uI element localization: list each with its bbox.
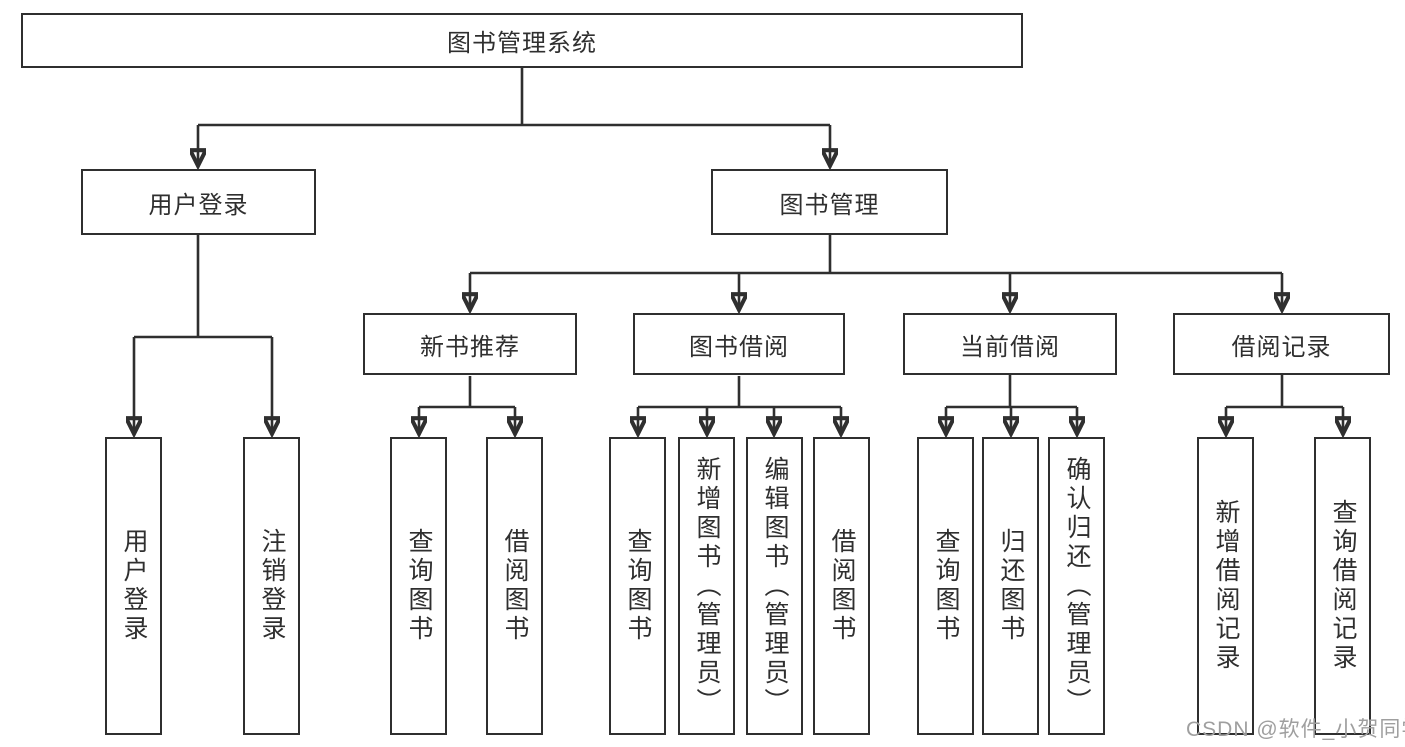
leaf-label: 查询借阅记录 — [1329, 499, 1357, 673]
node-book-management: 图书管理 — [711, 169, 948, 235]
leaf-query-book: 查询图书 — [917, 437, 974, 735]
node-current-borrow: 当前借阅 — [903, 313, 1117, 375]
leaf-label: 归还图书 — [997, 528, 1025, 644]
connector-root-to-level2 — [198, 68, 830, 127]
node-borrow-record: 借阅记录 — [1173, 313, 1390, 375]
connector-bookmgmt-branch — [470, 235, 1282, 275]
leaf-query-borrow-record: 查询借阅记录 — [1314, 437, 1371, 735]
leaf-query-book: 查询图书 — [390, 437, 447, 735]
connector-bookborrow-branch — [638, 376, 841, 409]
leaf-confirm-return-admin: 确认归还（管理员） — [1048, 437, 1105, 735]
leaf-borrow-book: 借阅图书 — [486, 437, 543, 735]
leaf-label: 注销登录 — [258, 528, 286, 644]
leaf-label: 查询图书 — [932, 528, 960, 644]
connector-borrowrecord-branch — [1226, 375, 1343, 409]
csdn-watermark: CSDN @软件_小贺同学 — [1186, 718, 1405, 741]
node-user-login: 用户登录 — [81, 169, 316, 235]
leaf-add-borrow-record: 新增借阅记录 — [1197, 437, 1254, 735]
leaf-logout: 注销登录 — [243, 437, 300, 735]
leaf-edit-book-admin: 编辑图书（管理员） — [746, 437, 803, 735]
leaf-label: 确认归还（管理员） — [1063, 455, 1091, 717]
leaf-query-book: 查询图书 — [609, 437, 666, 735]
leaf-label: 编辑图书（管理员） — [761, 455, 789, 717]
leaf-return-book: 归还图书 — [982, 437, 1039, 735]
node-root-system: 图书管理系统 — [21, 13, 1023, 68]
leaf-label: 查询图书 — [624, 528, 652, 644]
leaf-label: 新增借阅记录 — [1212, 499, 1240, 673]
leaf-label: 新增图书（管理员） — [693, 455, 721, 717]
leaf-label: 借阅图书 — [828, 528, 856, 644]
connector-currentborrow-branch — [946, 375, 1077, 409]
leaf-add-book-admin: 新增图书（管理员） — [678, 437, 735, 735]
connector-newbook-branch — [419, 376, 515, 409]
leaf-label: 借阅图书 — [501, 528, 529, 644]
leaf-user-login: 用户登录 — [105, 437, 162, 735]
node-book-borrow: 图书借阅 — [633, 313, 845, 375]
node-new-book-recommend: 新书推荐 — [363, 313, 577, 375]
leaf-borrow-book: 借阅图书 — [813, 437, 870, 735]
leaf-label: 查询图书 — [405, 528, 433, 644]
connector-userlogin-branch — [134, 235, 272, 339]
leaf-label: 用户登录 — [120, 528, 148, 644]
